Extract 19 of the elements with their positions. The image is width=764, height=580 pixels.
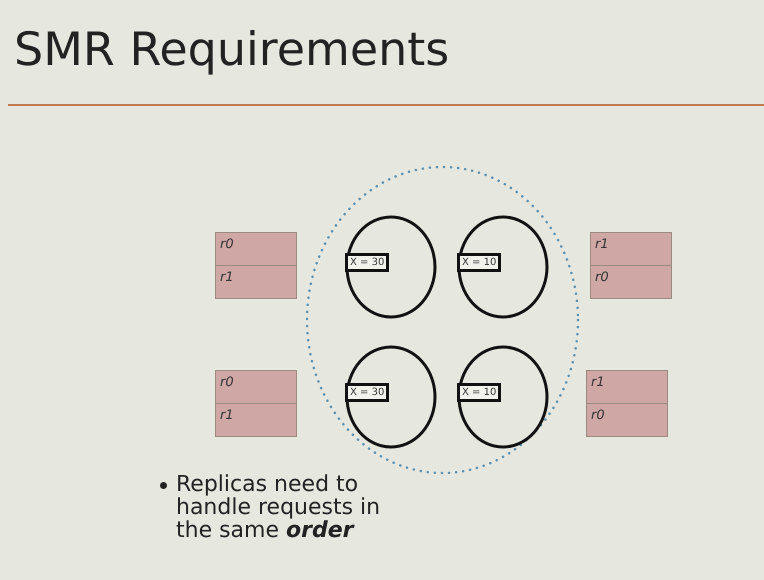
request-label: r0 [215, 232, 297, 266]
request-label: r0 [590, 265, 672, 299]
request-label: r1 [590, 232, 672, 266]
replica-circle [345, 215, 437, 319]
slide-title: SMR Requirements [14, 22, 450, 78]
request-label: r1 [215, 265, 297, 299]
replica-circle [345, 345, 437, 449]
replica-circle [457, 215, 549, 319]
state-label: X = 10 [457, 383, 502, 402]
replica-circle [457, 345, 549, 449]
state-label: X = 30 [345, 383, 390, 402]
request-label: r1 [586, 370, 668, 404]
state-label: X = 30 [345, 253, 390, 272]
request-label: r1 [215, 403, 297, 437]
dotted-ellipse [305, 165, 580, 475]
request-label: r0 [586, 403, 668, 437]
bullet-text: Replicas need to handle requests in the same order [176, 472, 380, 544]
request-label: r0 [215, 370, 297, 404]
state-label: X = 10 [457, 253, 502, 272]
